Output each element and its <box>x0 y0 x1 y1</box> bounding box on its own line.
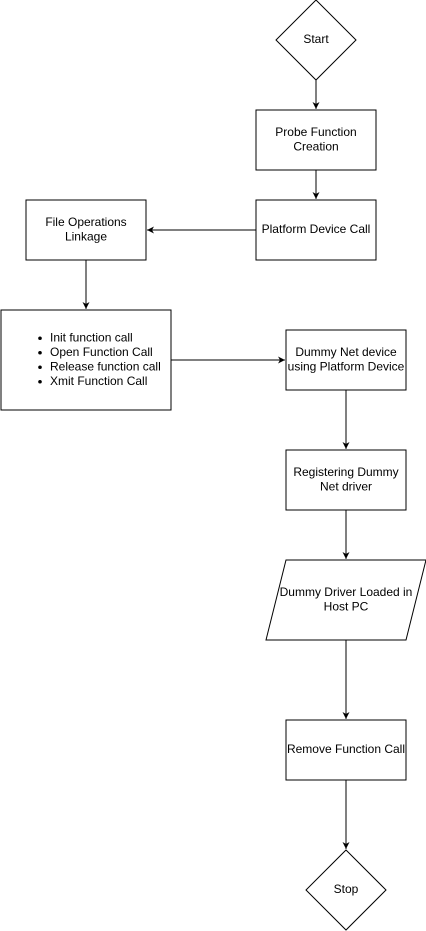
node-probe-shape <box>255 109 377 171</box>
bullet-dot-icon <box>38 350 42 355</box>
node-loaded-label: Dummy Driver Loaded in <box>280 585 413 599</box>
node-start: Start <box>275 0 357 81</box>
node-dummynet-label: Dummy Net device <box>295 345 397 359</box>
node-calls-bullet-item: Init function call <box>50 330 133 344</box>
edges-layer <box>82 80 350 849</box>
node-calls-bullet-item: Open Function Call <box>50 345 153 359</box>
node-dummynet-shape <box>285 329 407 391</box>
node-stop: Stop <box>305 849 387 931</box>
bullet-dot-icon <box>38 365 42 370</box>
node-loaded-label: Host PC <box>324 599 369 613</box>
node-remove-label: Remove Function Call <box>287 742 405 756</box>
node-start-shape <box>275 0 357 81</box>
node-register-label: Registering Dummy <box>293 465 398 479</box>
node-stop-shape <box>305 849 387 931</box>
node-loaded-shape <box>265 559 426 641</box>
node-remove-shape <box>285 719 407 781</box>
node-probe-label: Creation <box>293 139 338 153</box>
node-dummynet-label: using Platform Device <box>288 359 405 373</box>
node-fileops-shape <box>25 199 147 261</box>
node-start-label: Start <box>303 32 329 46</box>
node-calls-bullet-item: Release function call <box>50 359 161 373</box>
node-remove: Remove Function Call <box>285 719 407 781</box>
node-calls-shape <box>0 309 172 411</box>
node-register-shape <box>285 449 407 511</box>
node-platform-label: Platform Device Call <box>262 222 371 236</box>
node-platform-shape <box>255 199 377 261</box>
node-probe-label: Probe Function <box>275 125 356 139</box>
bullet-dot-icon <box>38 379 42 384</box>
node-calls-bullet-item: Xmit Function Call <box>50 374 147 388</box>
bullet-dot-icon <box>38 336 42 341</box>
node-platform: Platform Device Call <box>255 199 377 261</box>
node-fileops-label: Linkage <box>65 229 107 243</box>
node-fileops-label: File Operations <box>45 215 126 229</box>
node-stop-label: Stop <box>334 882 359 896</box>
node-register-label: Net driver <box>320 479 372 493</box>
